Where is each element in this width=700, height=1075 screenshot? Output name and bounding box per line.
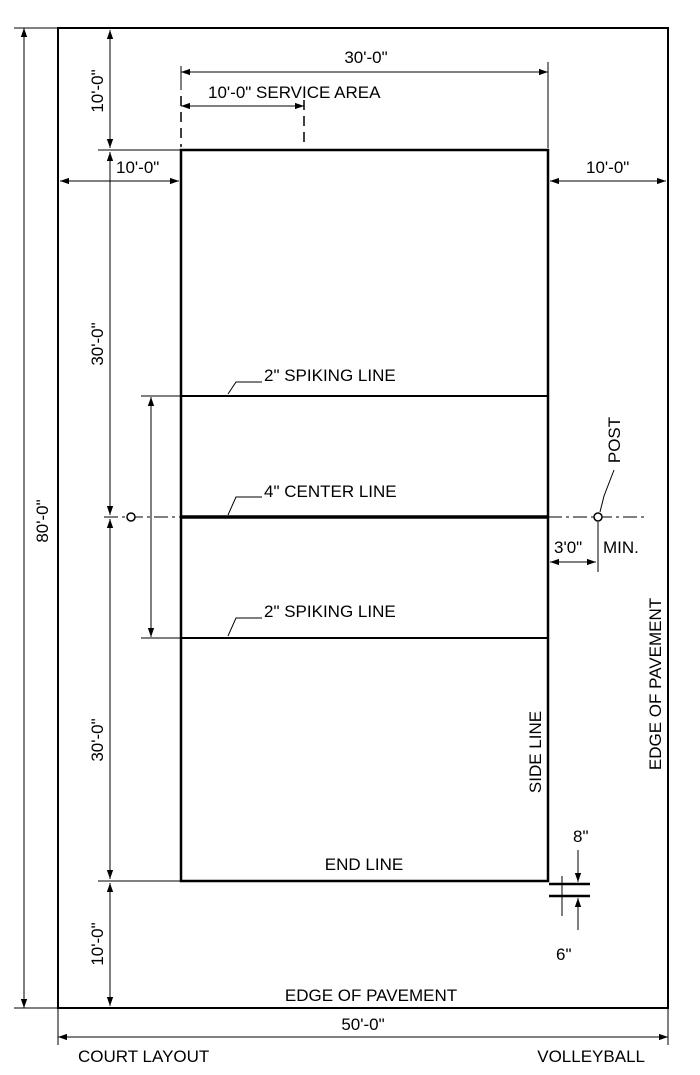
leader-center bbox=[227, 496, 262, 516]
court-width-label: 30'-0" bbox=[344, 48, 387, 67]
top-clearance-label: 10'-0" bbox=[88, 69, 107, 112]
leader-spiking-bottom bbox=[227, 617, 262, 637]
upper-half-label: 30'-0" bbox=[88, 322, 107, 365]
edge-bottom-label: EDGE OF PAVEMENT bbox=[285, 986, 457, 1005]
line-width-top-label: 8" bbox=[573, 827, 589, 846]
right-clearance-label: 10'-0" bbox=[586, 158, 629, 177]
post-offset-note: MIN. bbox=[603, 538, 639, 557]
edge-right-label: EDGE OF PAVEMENT bbox=[646, 598, 665, 770]
overall-width-label: 50'-0" bbox=[341, 1015, 384, 1034]
leader-post bbox=[599, 469, 615, 513]
overall-length-label: 80'-0" bbox=[33, 499, 52, 542]
side-line-label: SIDE LINE bbox=[526, 711, 545, 793]
post-right bbox=[593, 512, 603, 522]
end-line-label: END LINE bbox=[325, 855, 403, 874]
bottom-clearance-label: 10'-0" bbox=[88, 922, 107, 965]
pavement-outline bbox=[57, 27, 669, 1009]
line-width-bottom-label: 6" bbox=[556, 945, 572, 964]
center-line-label: 4" CENTER LINE bbox=[264, 482, 397, 501]
post-label: POST bbox=[605, 417, 624, 463]
post-left bbox=[126, 512, 136, 522]
left-clearance-label: 10'-0" bbox=[116, 158, 159, 177]
spiking-line-top-label: 2" SPIKING LINE bbox=[264, 366, 396, 385]
title-left: COURT LAYOUT bbox=[78, 1047, 209, 1066]
lower-half-label: 30'-0" bbox=[88, 718, 107, 761]
post-offset-label: 3'0" bbox=[554, 538, 582, 557]
service-area-label: 10'-0" SERVICE AREA bbox=[208, 83, 381, 102]
spiking-line-bottom-label: 2" SPIKING LINE bbox=[264, 602, 396, 621]
leader-spiking-top bbox=[227, 381, 262, 395]
title-right: VOLLEYBALL bbox=[537, 1047, 645, 1066]
